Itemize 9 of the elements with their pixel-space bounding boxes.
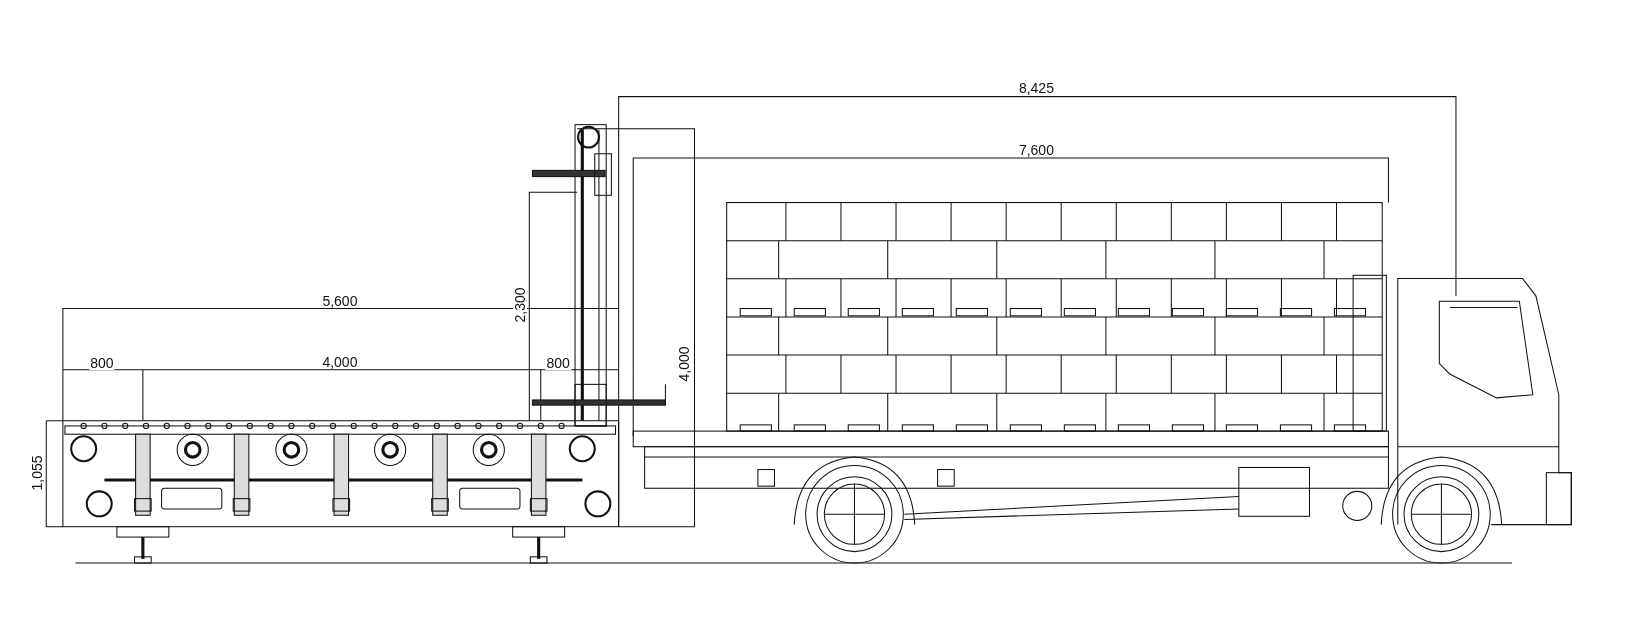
dimension-label: 7,600 <box>1017 142 1055 157</box>
dimension-label: 2,300 <box>512 286 527 324</box>
dimension-label: 5,600 <box>321 294 359 309</box>
dimension-label: 800 <box>89 355 115 370</box>
dimension-label: 1,055 <box>30 454 45 492</box>
dimension-label: 4,000 <box>321 354 359 369</box>
dimension-label: 800 <box>545 355 571 370</box>
dimension-label: 8,425 <box>1017 81 1055 96</box>
dimension-label: 4,000 <box>677 345 691 383</box>
